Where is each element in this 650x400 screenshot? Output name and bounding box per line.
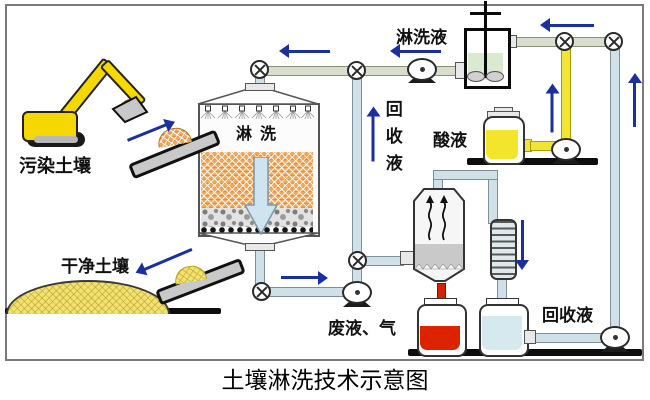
pipe-top-to-washer xyxy=(266,66,352,76)
label-washing: 淋 洗 xyxy=(235,126,278,143)
evaporator-vessel xyxy=(413,188,465,282)
washer-top-flange xyxy=(245,83,275,91)
down-flow-arrow-icon xyxy=(244,157,278,235)
washer-bottom-flange xyxy=(245,243,275,251)
stirrer-paddle-right-icon xyxy=(486,71,504,82)
washer-screen-dots xyxy=(201,227,313,233)
pipe-acid-riser xyxy=(561,48,571,142)
stirrer-handle-icon xyxy=(470,12,501,15)
pipe-to-condenser xyxy=(488,178,498,224)
flow-arrow-top-right-icon xyxy=(549,24,594,27)
label-recovery-liquid-riser: 回收液 xyxy=(382,100,402,181)
waste-bottle-liquid xyxy=(420,326,460,350)
recovery-bottle-liquid xyxy=(482,316,522,350)
flow-arrow-to-evaporator-icon xyxy=(281,270,328,285)
recovery-bottle-outlet-stub xyxy=(524,330,536,344)
flow-arrow-washliquid-icon xyxy=(399,50,441,53)
pipe-recovery-riser xyxy=(352,78,362,254)
washliquid-pump-icon xyxy=(407,58,437,81)
valve-washer-outlet-icon xyxy=(252,282,271,301)
valve-evaporator-inlet-icon xyxy=(348,251,367,270)
transfer-pump-icon xyxy=(342,281,372,304)
flow-arrow-acid-up-icon xyxy=(550,92,554,133)
pipe-evaporator-top-horizontal xyxy=(433,170,498,180)
condenser-coil-icon xyxy=(490,219,517,280)
valve-recovery-line-icon xyxy=(604,32,623,51)
valve-washer-inlet-icon xyxy=(250,60,269,79)
acid-pump-icon xyxy=(551,138,581,161)
flow-arrow-riser-up-icon xyxy=(371,115,375,162)
valve-acid-line-icon xyxy=(555,32,574,51)
excavator-track-inner xyxy=(34,136,78,143)
stirrer-shaft-icon xyxy=(484,1,487,78)
stirrer-paddle-left-icon xyxy=(467,71,485,82)
diagram-title: 土壤淋洗技术示意图 xyxy=(221,368,429,393)
recovery-pump-icon xyxy=(600,326,630,349)
pipe-recovery-return-riser xyxy=(610,48,620,332)
steam-icon xyxy=(427,201,447,241)
label-contaminated-soil: 污染土壤 xyxy=(19,156,91,176)
pipe-washer-to-pump xyxy=(268,287,350,297)
valve-riser-top-icon xyxy=(347,61,366,80)
flow-arrow-return-up-icon xyxy=(633,82,636,127)
pipe-recovery-to-pump xyxy=(533,333,605,343)
sprinkler-row-icon xyxy=(200,105,314,120)
label-waste-liquid-gas: 废液、气 xyxy=(328,319,396,338)
label-acid-liquid: 酸液 xyxy=(433,131,467,150)
label-clean-soil: 干净土壤 xyxy=(61,257,129,276)
label-washing-liquid: 淋洗液 xyxy=(396,28,447,47)
excavator-bucket-icon xyxy=(111,95,149,124)
pipe-tee-to-evaporator xyxy=(364,256,404,266)
flow-arrow-condensate-down-icon xyxy=(521,220,524,261)
acid-jar-liquid xyxy=(486,130,518,159)
flow-arrow-top-left-icon xyxy=(288,50,330,53)
label-recovery-liquid: 回收液 xyxy=(542,306,593,325)
acid-platform xyxy=(467,158,598,165)
clean-soil-pile xyxy=(6,280,170,314)
